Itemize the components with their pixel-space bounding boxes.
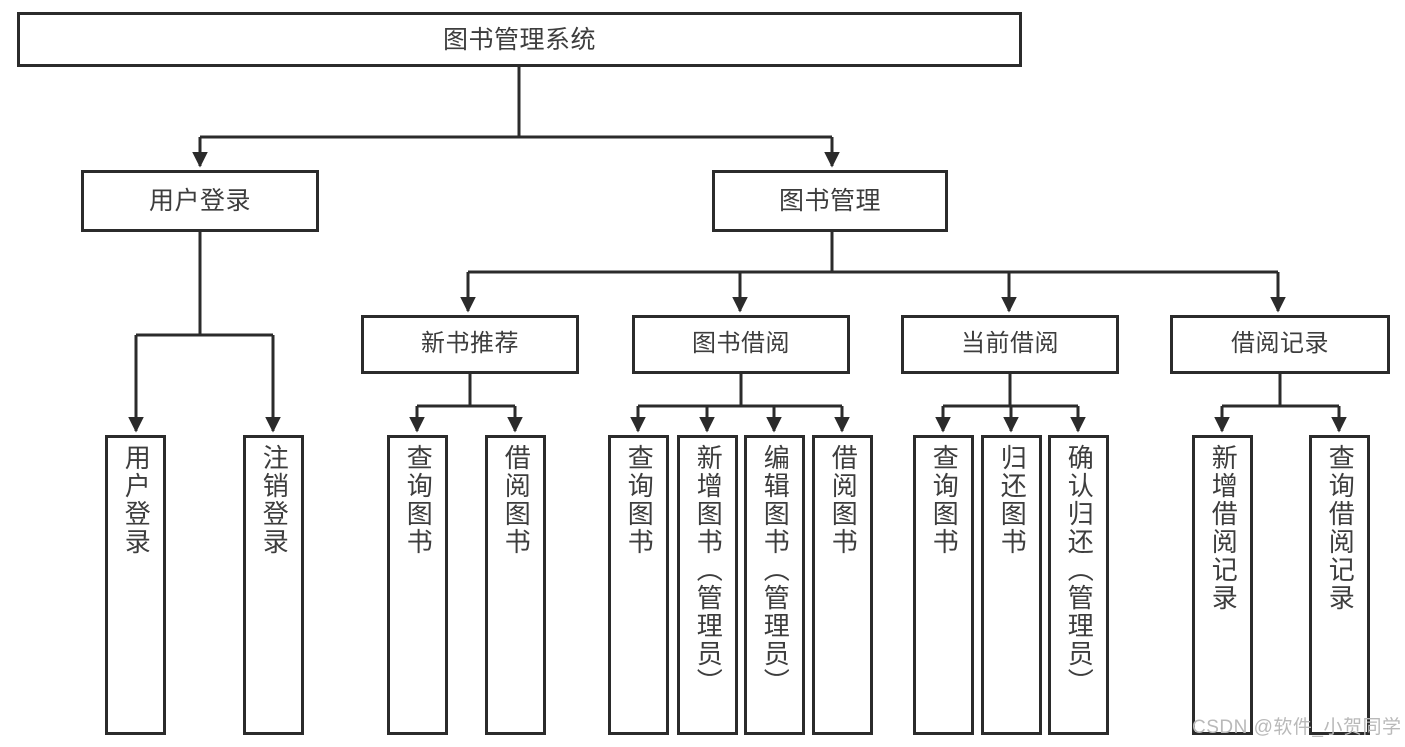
- watermark: CSDN @软件_小贺同学: [1192, 717, 1402, 738]
- leaf-return-books-label: 归还图书: [997, 444, 1028, 556]
- leaf-query-books-current-label: 查询图书: [929, 444, 960, 556]
- node-book-management-label: 图书管理: [778, 187, 881, 215]
- leaf-query-borrow-record-label: 查询借阅记录: [1325, 444, 1356, 612]
- leaf-edit-book-admin-label: 编辑图书（管理员）: [760, 444, 791, 696]
- node-current-borrowing-label: 当前借阅: [961, 330, 1059, 358]
- node-borrow-records-label: 借阅记录: [1231, 330, 1329, 358]
- leaf-borrow-books-borrowing[interactable]: 借阅图书: [812, 435, 873, 735]
- leaf-borrow-books-recommendation-label: 借阅图书: [501, 444, 532, 556]
- leaf-add-book-admin-label: 新增图书（管理员）: [693, 444, 724, 696]
- node-current-borrowing[interactable]: 当前借阅: [901, 315, 1119, 374]
- node-user-login[interactable]: 用户登录: [81, 170, 319, 232]
- node-book-management[interactable]: 图书管理: [712, 170, 948, 232]
- leaf-query-books-current[interactable]: 查询图书: [913, 435, 974, 735]
- node-user-login-label: 用户登录: [148, 187, 251, 215]
- leaf-add-book-admin[interactable]: 新增图书（管理员）: [677, 435, 738, 735]
- leaf-query-books-borrowing[interactable]: 查询图书: [608, 435, 669, 735]
- leaf-confirm-return-admin[interactable]: 确认归还（管理员）: [1048, 435, 1109, 735]
- leaf-logout-label: 注销登录: [259, 444, 290, 556]
- leaf-borrow-books-borrowing-label: 借阅图书: [828, 444, 859, 556]
- leaf-user-login[interactable]: 用户登录: [105, 435, 166, 735]
- leaf-user-login-label: 用户登录: [121, 444, 152, 556]
- node-root-label: 图书管理系统: [442, 25, 596, 54]
- leaf-query-books-recommendation[interactable]: 查询图书: [387, 435, 448, 735]
- node-new-book-recommendation-label: 新书推荐: [421, 330, 519, 358]
- node-book-borrowing-label: 图书借阅: [692, 330, 790, 358]
- node-root[interactable]: 图书管理系统: [17, 12, 1022, 67]
- node-borrow-records[interactable]: 借阅记录: [1170, 315, 1390, 374]
- leaf-query-books-borrowing-label: 查询图书: [624, 444, 655, 556]
- leaf-query-borrow-record[interactable]: 查询借阅记录: [1309, 435, 1370, 735]
- leaf-add-borrow-record-label: 新增借阅记录: [1208, 444, 1239, 612]
- leaf-borrow-books-recommendation[interactable]: 借阅图书: [485, 435, 546, 735]
- leaf-query-books-recommendation-label: 查询图书: [403, 444, 434, 556]
- leaf-logout[interactable]: 注销登录: [243, 435, 304, 735]
- node-book-borrowing[interactable]: 图书借阅: [632, 315, 850, 374]
- node-new-book-recommendation[interactable]: 新书推荐: [361, 315, 579, 374]
- leaf-add-borrow-record[interactable]: 新增借阅记录: [1192, 435, 1253, 735]
- leaf-edit-book-admin[interactable]: 编辑图书（管理员）: [744, 435, 805, 735]
- leaf-confirm-return-admin-label: 确认归还（管理员）: [1064, 444, 1095, 696]
- leaf-return-books[interactable]: 归还图书: [981, 435, 1042, 735]
